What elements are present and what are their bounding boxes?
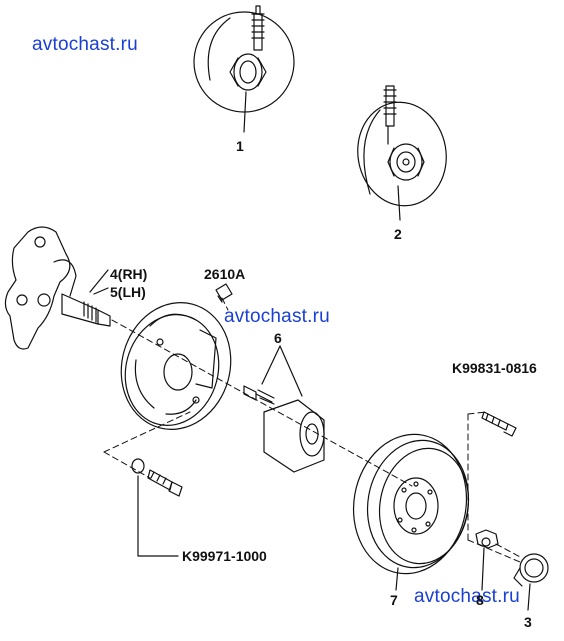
brake-backing-plate-illustration	[120, 302, 232, 430]
hub-assembly-illustration	[243, 345, 325, 473]
plug-2610a-illustration	[215, 283, 233, 303]
callout-2: 2	[394, 226, 402, 242]
watermark-text: avtochast.ru	[32, 34, 138, 55]
knuckle-spindle-illustration	[4, 226, 111, 350]
callout-3: 3	[524, 614, 532, 630]
watermark-text: avtochast.ru	[224, 306, 330, 327]
bolt-k99971-illustration	[131, 458, 183, 557]
nut-and-cap-illustration	[475, 529, 549, 611]
callout-k99831-0816: K99831-0816	[452, 360, 537, 376]
callout-1: 1	[236, 138, 244, 154]
watermark-text: avtochast.ru	[414, 586, 520, 607]
callout-6: 6	[274, 330, 282, 346]
assembly-dashed-lines	[103, 297, 523, 563]
callout-5: 5(LH)	[110, 284, 146, 300]
callout-8: 8	[476, 592, 484, 608]
callout-2610a: 2610A	[204, 266, 246, 282]
callout-4: 4(RH)	[110, 266, 148, 282]
part-2-wheel-cap-illustration	[357, 85, 447, 221]
brake-drum-illustration	[352, 433, 470, 591]
callout-7: 7	[390, 592, 398, 608]
screw-k99831-illustration	[481, 411, 517, 437]
callout-k99971-1000: K99971-1000	[182, 548, 267, 564]
part-1-wheel-cap-illustration	[193, 5, 295, 133]
